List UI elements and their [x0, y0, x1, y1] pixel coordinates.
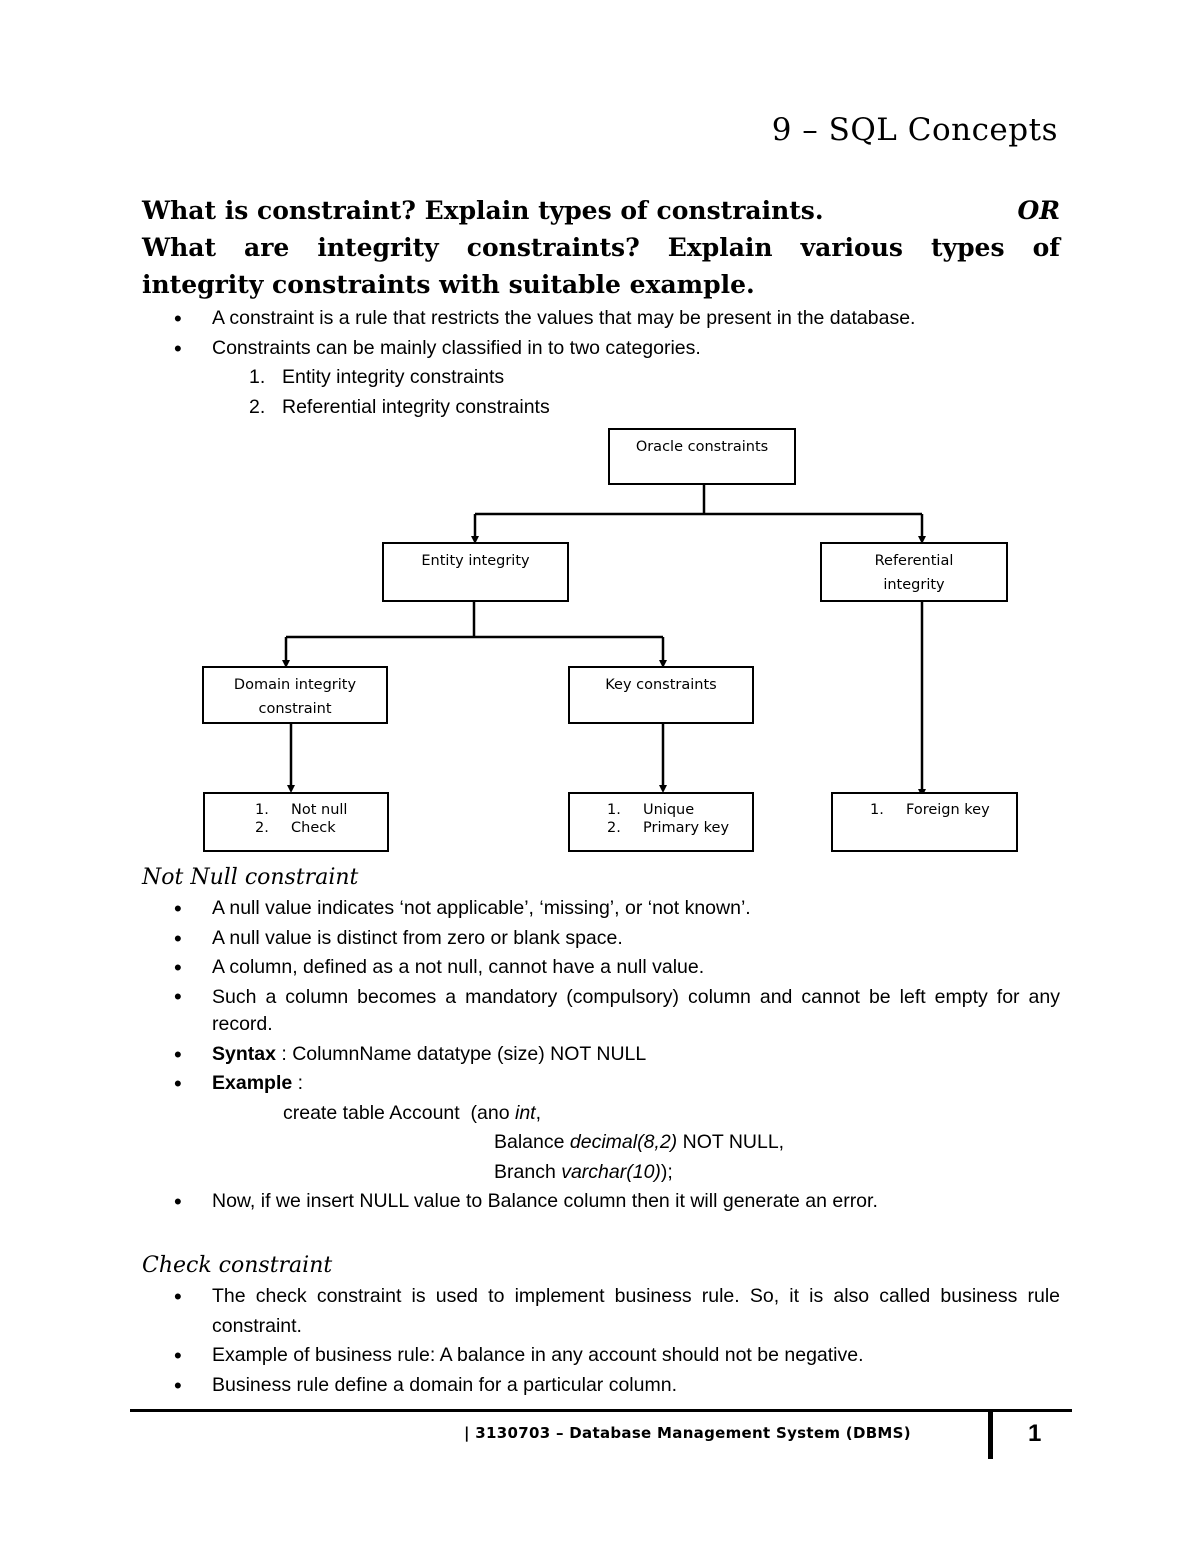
category-item: 1. Entity integrity constraints — [249, 363, 1060, 393]
box-label: Referential — [874, 553, 954, 569]
box-label: Entity integrity — [421, 553, 530, 569]
box-label: Oracle constraints — [635, 439, 769, 455]
footer-course-label: | 3130703 – Database Management System (… — [464, 1424, 911, 1442]
section-title-not-null: Not Null constraint — [142, 865, 359, 890]
list-item: Example of business rule: A balance in a… — [142, 1341, 1060, 1371]
chapter-title: 9 – SQL Concepts — [771, 112, 1058, 148]
not-null-bullets: A null value indicates ‘not applicable’,… — [142, 894, 1060, 1099]
not-null-section: Not Null constraint A null value indicat… — [142, 862, 1060, 1217]
category-text: Referential integrity constraints — [282, 395, 550, 418]
intro-section: A constraint is a rule that restricts th… — [142, 304, 1060, 422]
code-type: varchar(10) — [561, 1160, 661, 1183]
category-number: 2. — [249, 395, 266, 418]
box-list-item: 2. Primary key — [607, 819, 752, 837]
box-list-item: 2. Check — [255, 819, 387, 837]
not-null-final-bullets: Now, if we insert NULL value to Balance … — [142, 1187, 1060, 1217]
example-item: Example : — [142, 1069, 1060, 1099]
question-or: OR — [1017, 196, 1060, 225]
code-line: Branch varchar(10)); — [142, 1158, 1060, 1188]
category-list: 1. Entity integrity constraints 2. Referen… — [142, 363, 1060, 422]
section-title-check: Check constraint — [142, 1253, 333, 1278]
list-item: Constraints can be mainly classified in … — [142, 334, 1060, 364]
syntax-text: : ColumnName datatype (size) NOT NULL — [275, 1042, 647, 1065]
category-number: 1. — [249, 366, 266, 388]
code-example: create table Account (ano int, Balance d… — [142, 1099, 1060, 1188]
code-type: int — [514, 1101, 536, 1124]
intro-bullets: A constraint is a rule that restricts th… — [142, 304, 1060, 363]
box-domain-items: 1. Not null 2. Check — [203, 792, 389, 852]
question-text-1: What is constraint? Explain types of con… — [142, 196, 824, 225]
box-domain-integrity: Domain integrity constraint — [202, 666, 388, 724]
item-number: 2. — [255, 820, 269, 836]
question-line-2: What are integrity constraints? Explain … — [142, 233, 1060, 262]
code-line: Balance decimal(8,2) NOT NULL, — [142, 1128, 1060, 1158]
list-item: The check constraint is used to implemen… — [142, 1282, 1060, 1341]
box-list-item: 1. Foreign key — [870, 801, 1016, 819]
item-number: 1. — [607, 802, 621, 818]
item-text: Not null — [291, 802, 348, 818]
item-text: Unique — [643, 802, 695, 818]
code-text: create table Account (ano — [283, 1101, 515, 1124]
item-text: Primary key — [643, 820, 730, 836]
category-item: 2. Referential integrity constraints — [249, 393, 1060, 423]
code-text: NOT NULL, — [677, 1131, 785, 1153]
box-list-item: 1. Not null — [255, 801, 387, 819]
page-number: 1 — [1028, 1420, 1042, 1447]
box-label: integrity — [883, 577, 945, 593]
list-item: A constraint is a rule that restricts th… — [142, 304, 1060, 334]
box-oracle-constraints: Oracle constraints — [608, 428, 796, 485]
code-text: Branch — [494, 1160, 562, 1183]
code-text: ); — [660, 1160, 673, 1183]
box-key-constraints: Key constraints — [568, 666, 754, 724]
box-label: Key constraints — [605, 677, 717, 693]
code-line: create table Account (ano int, — [142, 1099, 1060, 1129]
box-key-items: 1. Unique 2. Primary key — [568, 792, 754, 852]
list-item: Such a column becomes a mandatory (compu… — [142, 983, 1060, 1040]
list-item: A null value indicates ‘not applicable’,… — [142, 894, 1060, 924]
code-text: , — [535, 1101, 542, 1124]
list-item: A column, defined as a not null, cannot … — [142, 953, 1060, 983]
category-text: Entity integrity constraints — [282, 366, 505, 388]
check-bullets: The check constraint is used to implemen… — [142, 1282, 1060, 1400]
box-label: Domain integrity — [233, 677, 357, 693]
item-text: Check — [291, 820, 336, 836]
box-list-item: 1. Unique — [607, 801, 752, 819]
box-ref-items: 1. Foreign key — [831, 792, 1018, 852]
item-number: 1. — [870, 802, 884, 818]
box-entity-integrity: Entity integrity — [382, 542, 569, 602]
footer-divider — [988, 1411, 993, 1459]
list-item: A null value is distinct from zero or bl… — [142, 924, 1060, 954]
check-section: Check constraint The check constraint is… — [142, 1250, 1060, 1400]
item-number: 2. — [607, 820, 621, 836]
item-text: Foreign key — [906, 802, 990, 818]
footer-rule — [130, 1409, 1072, 1412]
question-line-3: integrity constraints with suitable exam… — [142, 270, 755, 299]
item-number: 1. — [255, 802, 269, 818]
code-type: decimal(8,2) — [569, 1131, 678, 1153]
list-item: Now, if we insert NULL value to Balance … — [142, 1187, 1060, 1217]
question-heading: What is constraint? Explain types of con… — [142, 192, 1060, 303]
question-line-1: What is constraint? Explain types of con… — [142, 192, 1060, 229]
box-label: constraint — [258, 701, 332, 717]
box-referential-integrity: Referential integrity — [820, 542, 1008, 602]
example-text: : — [292, 1072, 304, 1094]
syntax-label: Syntax — [212, 1042, 276, 1065]
list-item: Business rule define a domain for a part… — [142, 1371, 1060, 1401]
syntax-item: Syntax : ColumnName datatype (size) NOT … — [142, 1040, 1060, 1070]
code-text: Balance — [494, 1131, 570, 1153]
example-label: Example — [212, 1072, 293, 1094]
